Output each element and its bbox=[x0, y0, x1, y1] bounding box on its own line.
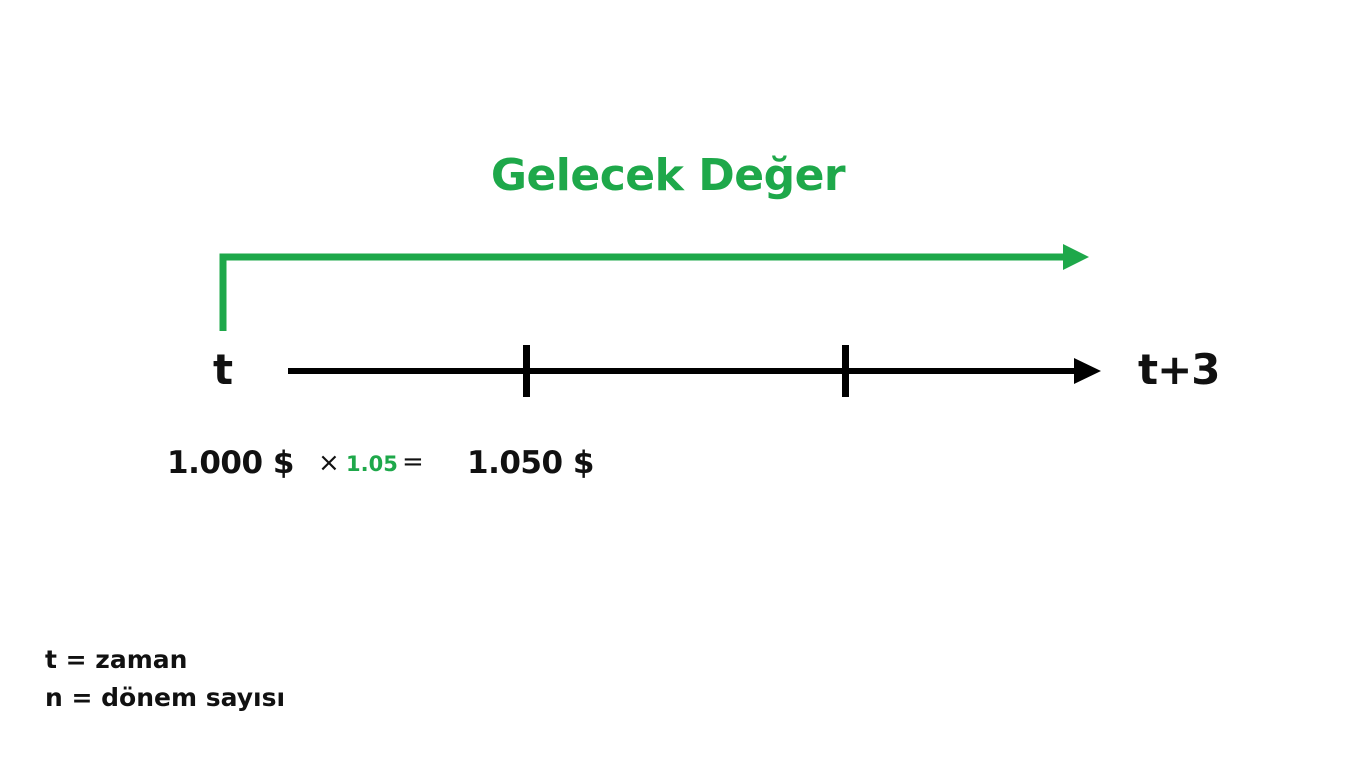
interest-rate-factor: 1.05 bbox=[346, 452, 398, 476]
diagram-title: Gelecek Değer bbox=[490, 150, 846, 201]
multiply-icon: × bbox=[318, 448, 340, 478]
equals-icon: = bbox=[402, 447, 424, 477]
future-value-amount: 1.050 $ bbox=[467, 445, 594, 481]
present-value-amount: 1.000 $ bbox=[167, 445, 294, 481]
future-value-arrow-icon bbox=[219, 244, 1089, 331]
legend-item-time: t = zaman bbox=[45, 645, 188, 674]
timeline-start-label: t bbox=[213, 345, 233, 394]
timeline-axis-arrow-icon bbox=[288, 358, 1101, 384]
timeline-end-label: t+3 bbox=[1138, 345, 1220, 394]
timeline-tick-1 bbox=[523, 345, 530, 397]
legend: t = zaman n = dönem sayısı bbox=[45, 641, 285, 717]
timeline-tick-2 bbox=[842, 345, 849, 397]
legend-item-periods: n = dönem sayısı bbox=[45, 683, 286, 712]
